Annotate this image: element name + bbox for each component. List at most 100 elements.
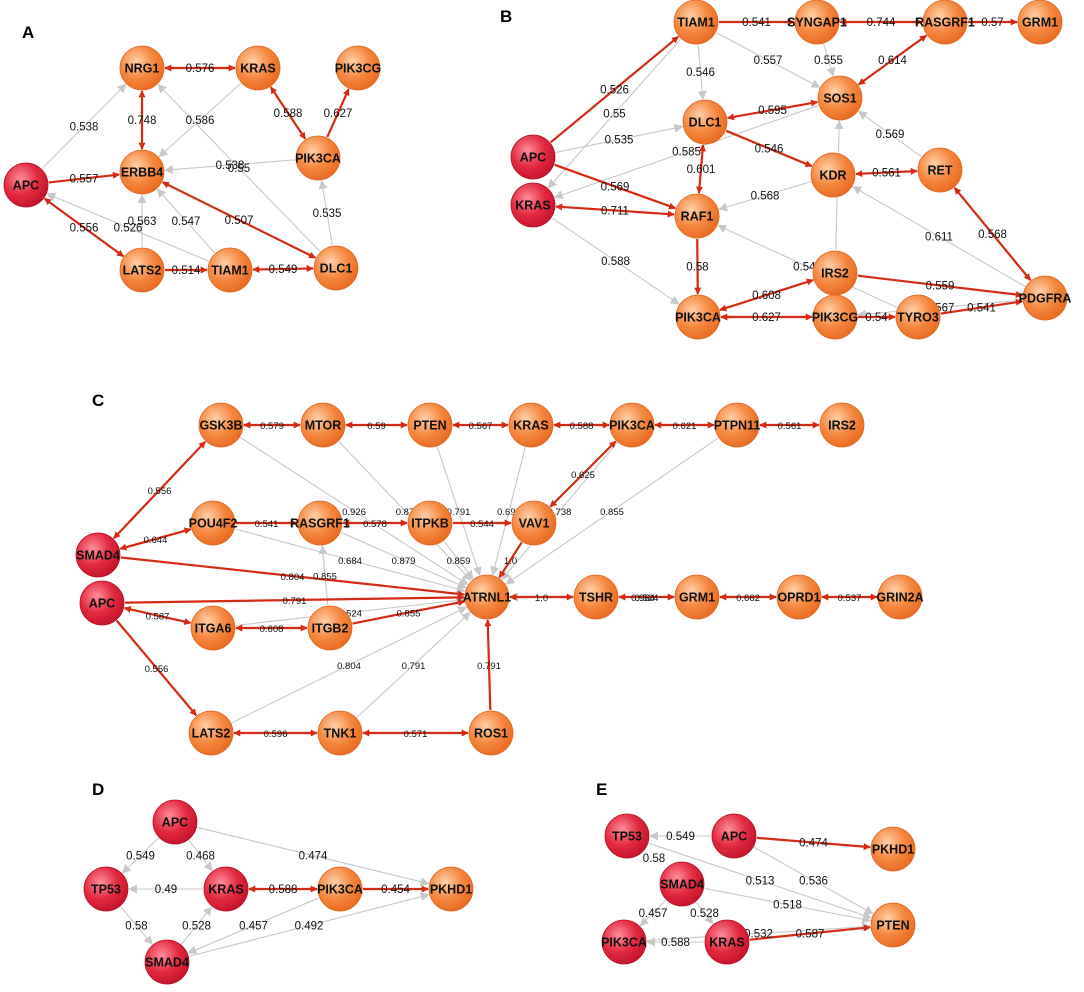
node-circle[interactable] — [704, 919, 750, 965]
node-apc[interactable]: APC — [3, 162, 49, 208]
node-rasgrf1[interactable]: RASGRF1 — [290, 500, 350, 546]
node-circle[interactable] — [468, 710, 514, 756]
node-pik3cg[interactable]: PIK3CG — [812, 294, 859, 340]
node-circle[interactable] — [313, 245, 359, 291]
node-circle[interactable] — [407, 402, 453, 448]
node-apc[interactable]: APC — [79, 580, 125, 626]
node-circle[interactable] — [673, 0, 719, 45]
node-pik3ca[interactable]: PIK3CA — [317, 866, 363, 912]
node-apc[interactable]: APC — [152, 799, 198, 845]
node-smad4[interactable]: SMAD4 — [144, 939, 190, 985]
node-pik3cg[interactable]: PIK3CG — [335, 45, 382, 91]
node-circle[interactable] — [609, 402, 655, 448]
node-lats2[interactable]: LATS2 — [188, 710, 234, 756]
node-irs2[interactable]: IRS2 — [819, 402, 865, 448]
node-circle[interactable] — [207, 247, 253, 293]
node-circle[interactable] — [895, 294, 941, 340]
node-circle[interactable] — [235, 45, 281, 91]
node-circle[interactable] — [573, 574, 619, 620]
node-pdgfra[interactable]: PDGFRA — [1019, 275, 1072, 321]
node-sos1[interactable]: SOS1 — [817, 75, 863, 121]
node-circle[interactable] — [604, 813, 650, 859]
node-circle[interactable] — [817, 75, 863, 121]
node-dlc1[interactable]: DLC1 — [313, 245, 359, 291]
node-kras[interactable]: KRAS — [235, 45, 281, 91]
node-circle[interactable] — [190, 605, 236, 651]
node-apc[interactable]: APC — [510, 134, 556, 180]
node-rasgrf1[interactable]: RASGRF1 — [915, 0, 975, 45]
node-circle[interactable] — [144, 939, 190, 985]
node-circle[interactable] — [812, 294, 858, 340]
node-circle[interactable] — [75, 532, 121, 578]
node-circle[interactable] — [675, 294, 721, 340]
node-itga6[interactable]: ITGA6 — [190, 605, 236, 651]
node-circle[interactable] — [794, 0, 840, 45]
node-itgb2[interactable]: ITGB2 — [307, 605, 353, 651]
node-lats2[interactable]: LATS2 — [119, 247, 165, 293]
node-circle[interactable] — [870, 826, 916, 872]
node-ptpn11[interactable]: PTPN11 — [714, 402, 761, 448]
node-circle[interactable] — [682, 99, 728, 145]
node-pten[interactable]: PTEN — [870, 902, 916, 948]
node-kras[interactable]: KRAS — [510, 182, 556, 228]
node-circle[interactable] — [674, 574, 720, 620]
node-grin2a[interactable]: GRIN2A — [876, 574, 924, 620]
node-erbb4[interactable]: ERBB4 — [119, 149, 165, 195]
node-tp53[interactable]: TP53 — [83, 866, 129, 912]
node-circle[interactable] — [776, 574, 822, 620]
node-circle[interactable] — [510, 134, 556, 180]
node-raf1[interactable]: RAF1 — [674, 193, 720, 239]
node-circle[interactable] — [152, 799, 198, 845]
node-circle[interactable] — [119, 149, 165, 195]
node-circle[interactable] — [335, 45, 381, 91]
node-atrnl1[interactable]: ATRNL1 — [463, 574, 511, 620]
node-circle[interactable] — [877, 574, 923, 620]
node-circle[interactable] — [307, 605, 353, 651]
node-circle[interactable] — [428, 866, 474, 912]
node-circle[interactable] — [407, 500, 453, 546]
node-circle[interactable] — [317, 866, 363, 912]
node-pik3ca[interactable]: PIK3CA — [295, 135, 341, 181]
node-smad4[interactable]: SMAD4 — [659, 861, 705, 907]
node-kdr[interactable]: KDR — [810, 152, 856, 198]
node-syngap1[interactable]: SYNGAP1 — [787, 0, 847, 45]
node-pkhd1[interactable]: PKHD1 — [428, 866, 474, 912]
node-circle[interactable] — [203, 866, 249, 912]
node-pik3ca[interactable]: PIK3CA — [609, 402, 655, 448]
node-gsk3b[interactable]: GSK3B — [198, 402, 244, 448]
node-circle[interactable] — [190, 500, 236, 546]
node-ros1[interactable]: ROS1 — [468, 710, 514, 756]
node-tshr[interactable]: TSHR — [573, 574, 619, 620]
node-tiam1[interactable]: TIAM1 — [207, 247, 253, 293]
node-circle[interactable] — [188, 710, 234, 756]
node-circle[interactable] — [711, 813, 757, 859]
node-kras[interactable]: KRAS — [704, 919, 750, 965]
node-pkhd1[interactable]: PKHD1 — [870, 826, 916, 872]
node-kras[interactable]: KRAS — [203, 866, 249, 912]
node-tyro3[interactable]: TYRO3 — [895, 294, 941, 340]
node-circle[interactable] — [819, 402, 865, 448]
node-nrg1[interactable]: NRG1 — [119, 45, 165, 91]
node-circle[interactable] — [79, 580, 125, 626]
node-circle[interactable] — [300, 402, 346, 448]
node-circle[interactable] — [198, 402, 244, 448]
node-circle[interactable] — [297, 500, 343, 546]
node-circle[interactable] — [508, 402, 554, 448]
node-ret[interactable]: RET — [917, 147, 963, 193]
node-pik3ca[interactable]: PIK3CA — [601, 919, 647, 965]
node-pik3ca[interactable]: PIK3CA — [675, 294, 721, 340]
node-itpkb[interactable]: ITPKB — [407, 500, 453, 546]
node-circle[interactable] — [295, 135, 341, 181]
node-apc[interactable]: APC — [711, 813, 757, 859]
node-circle[interactable] — [511, 500, 557, 546]
node-tp53[interactable]: TP53 — [604, 813, 650, 859]
node-grm1[interactable]: GRM1 — [1017, 0, 1063, 45]
node-circle[interactable] — [917, 147, 963, 193]
node-circle[interactable] — [674, 193, 720, 239]
node-irs2[interactable]: IRS2 — [812, 250, 858, 296]
node-circle[interactable] — [1017, 0, 1063, 45]
node-circle[interactable] — [714, 402, 760, 448]
node-circle[interactable] — [601, 919, 647, 965]
node-circle[interactable] — [119, 247, 165, 293]
node-circle[interactable] — [810, 152, 856, 198]
